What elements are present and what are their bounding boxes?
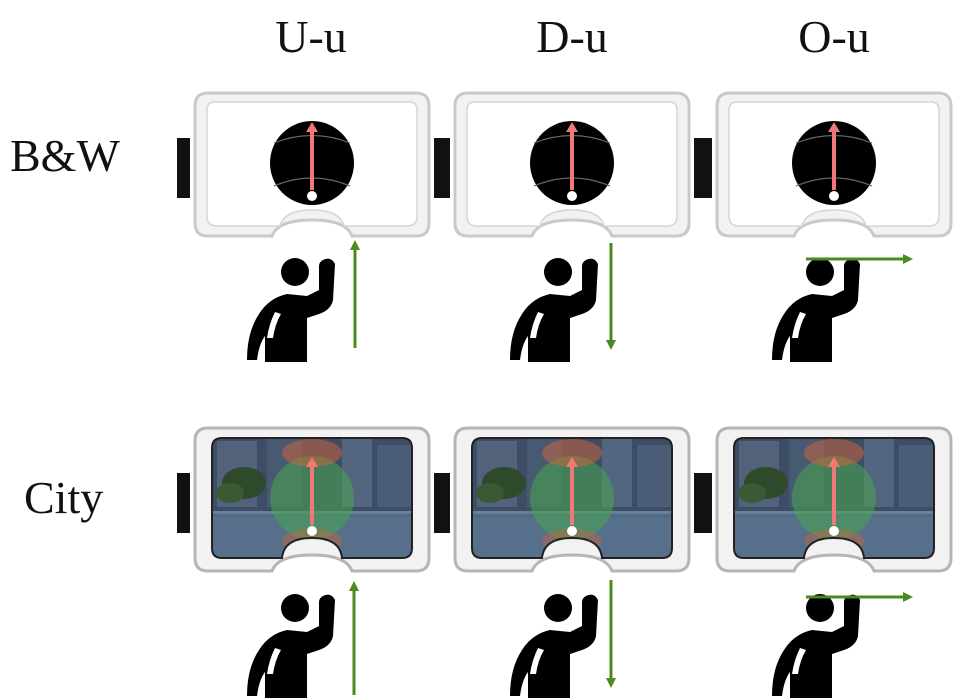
- motion-arrow-out: [806, 254, 913, 264]
- column-label-d-u: D-u: [536, 11, 608, 62]
- vr-headset-icon: [177, 428, 447, 571]
- person-raising-arm-icon: [510, 258, 598, 362]
- motion-arrow-up: [349, 581, 359, 695]
- motion-arrow-down: [606, 243, 616, 350]
- vr-headset-icon: [699, 428, 953, 571]
- vr-headset-icon: [437, 428, 707, 571]
- person-raising-arm-icon: [772, 594, 860, 698]
- vr-headset-icon: [437, 91, 707, 238]
- column-label-o-u: O-u: [798, 11, 870, 62]
- motion-arrow-up: [350, 240, 360, 348]
- person-raising-arm-icon: [510, 594, 598, 698]
- row-label-bw: B&W: [10, 130, 120, 181]
- motion-arrow-down: [606, 580, 616, 688]
- row-label-city: City: [24, 472, 104, 523]
- vr-headset-icon: [177, 91, 447, 238]
- person-raising-arm-icon: [247, 258, 335, 362]
- vr-headset-icon: [699, 91, 953, 238]
- person-raising-arm-icon: [247, 594, 335, 698]
- column-label-u-u: U-u: [275, 11, 347, 62]
- person-raising-arm-icon: [772, 258, 860, 362]
- motion-arrow-out: [806, 592, 913, 602]
